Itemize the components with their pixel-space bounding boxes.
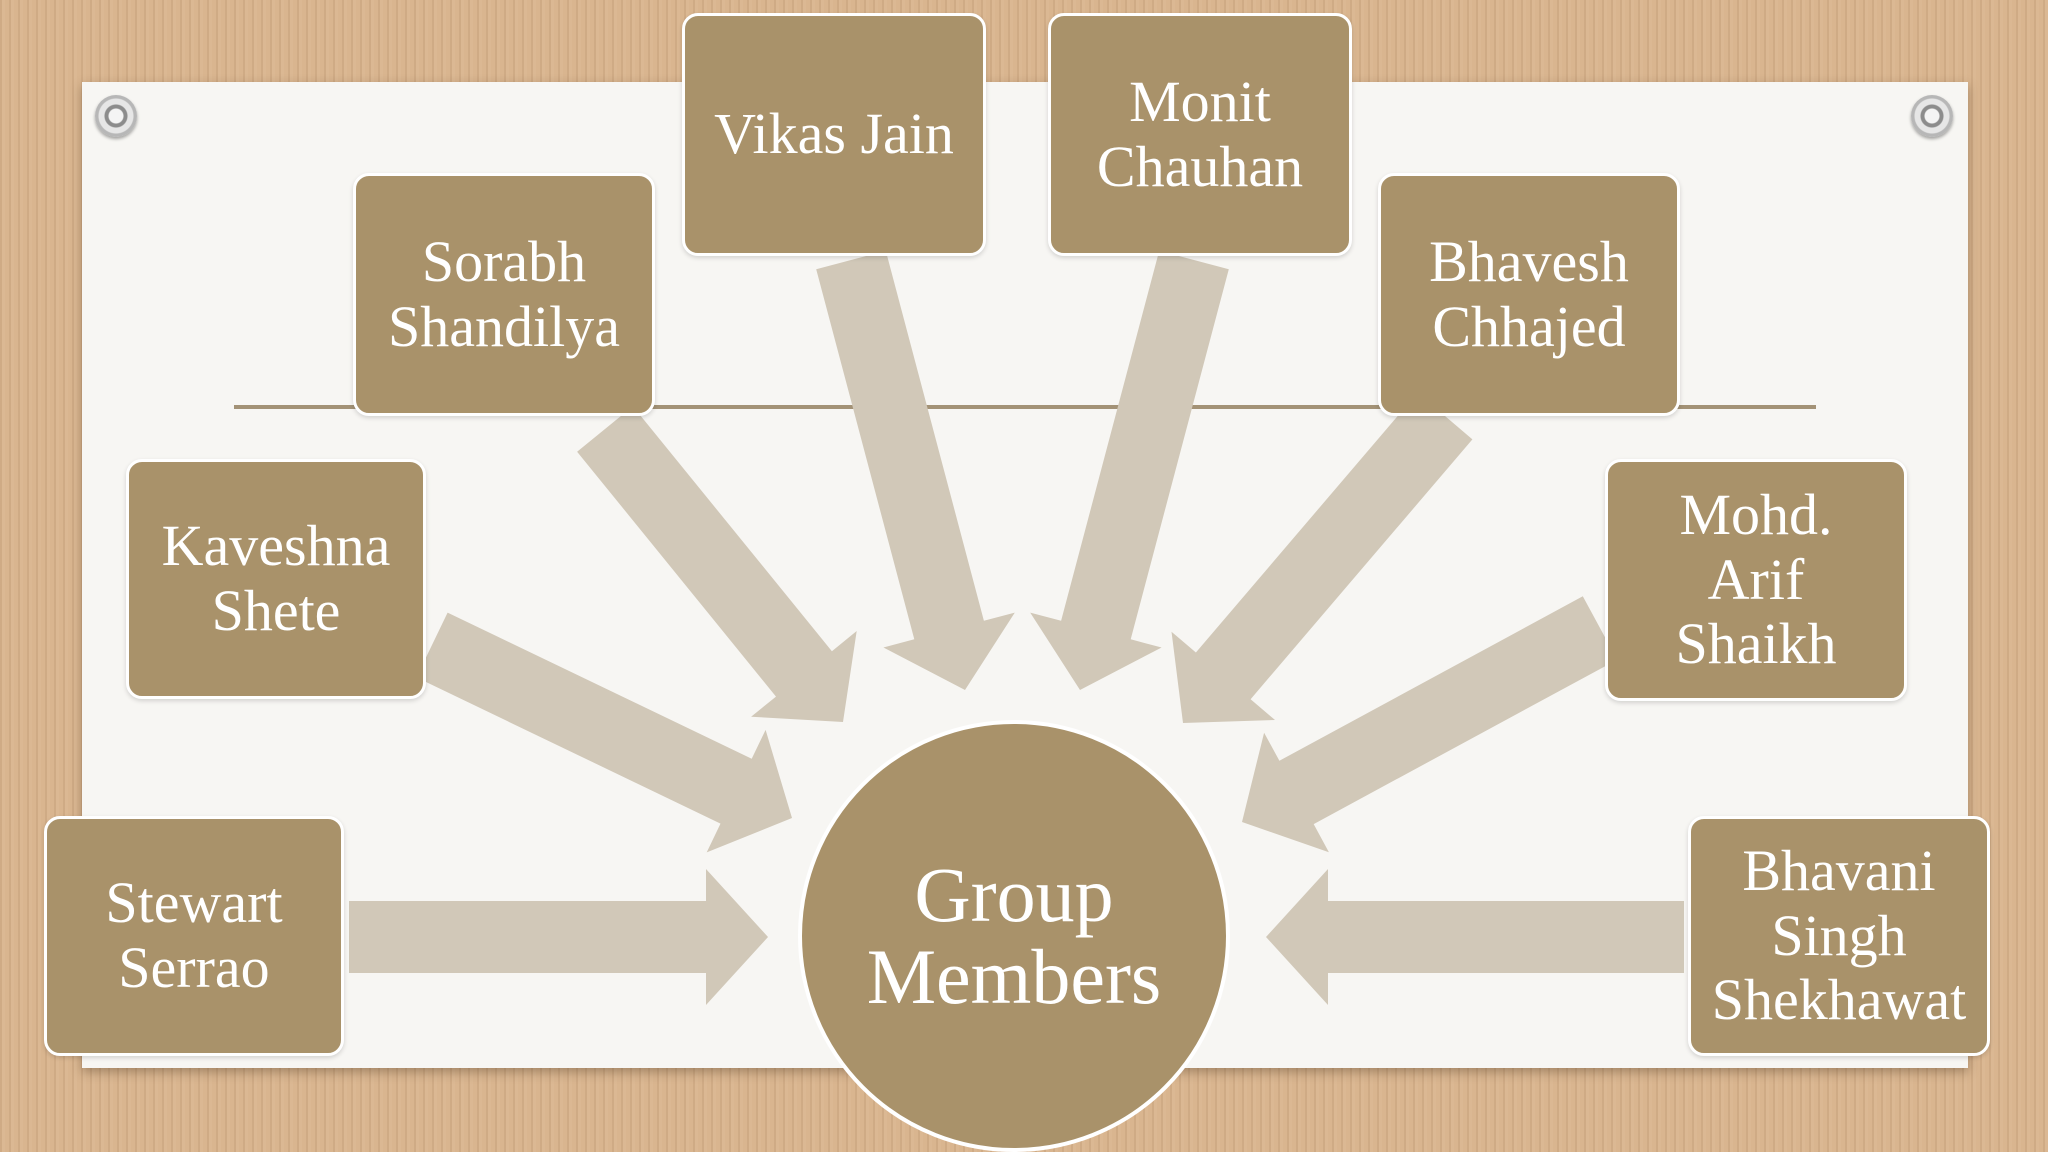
hub-label: Group Members <box>866 851 1162 1020</box>
arrow-2 <box>416 612 792 853</box>
member-name: Monit Chauhan <box>1096 68 1304 199</box>
member-name: Stewart Serrao <box>105 870 283 1000</box>
member-name: Mohd. Arif Shaikh <box>1675 481 1837 677</box>
arrow-3 <box>577 406 857 722</box>
group-members-hub: Group Members <box>798 720 1230 1152</box>
member-box-mohd-arif-shaikh: Mohd. Arif Shaikh <box>1605 459 1907 701</box>
member-box-bhavesh-chhajed: Bhavesh Chhajed <box>1378 173 1680 416</box>
member-name: Bhavani Singh Shekhawat <box>1711 837 1967 1033</box>
member-box-sorabh-shandilya: Sorabh Shandilya <box>353 173 655 416</box>
member-box-vikas-jain: Vikas Jain <box>682 13 986 256</box>
arrow-1 <box>349 869 768 1005</box>
arrow-5 <box>1030 250 1229 691</box>
arrow-7 <box>1242 596 1618 853</box>
member-name: Bhavesh Chhajed <box>1429 228 1629 359</box>
arrow-8 <box>1266 869 1684 1005</box>
pin-icon <box>1911 95 1953 137</box>
member-box-stewart-serrao: Stewart Serrao <box>44 816 344 1056</box>
member-box-monit-chauhan: Monit Chauhan <box>1048 13 1352 256</box>
member-box-bhavani-singh-shekhawat: Bhavani Singh Shekhawat <box>1688 816 1990 1056</box>
member-name: Kaveshna Shete <box>161 513 391 643</box>
arrow-6 <box>1171 392 1473 723</box>
member-name: Sorabh Shandilya <box>388 228 620 359</box>
member-name: Vikas Jain <box>714 101 954 167</box>
divider-line <box>234 405 1816 409</box>
arrow-4 <box>816 250 1015 691</box>
member-box-kaveshna-shete: Kaveshna Shete <box>126 459 426 699</box>
pin-icon <box>95 95 137 137</box>
